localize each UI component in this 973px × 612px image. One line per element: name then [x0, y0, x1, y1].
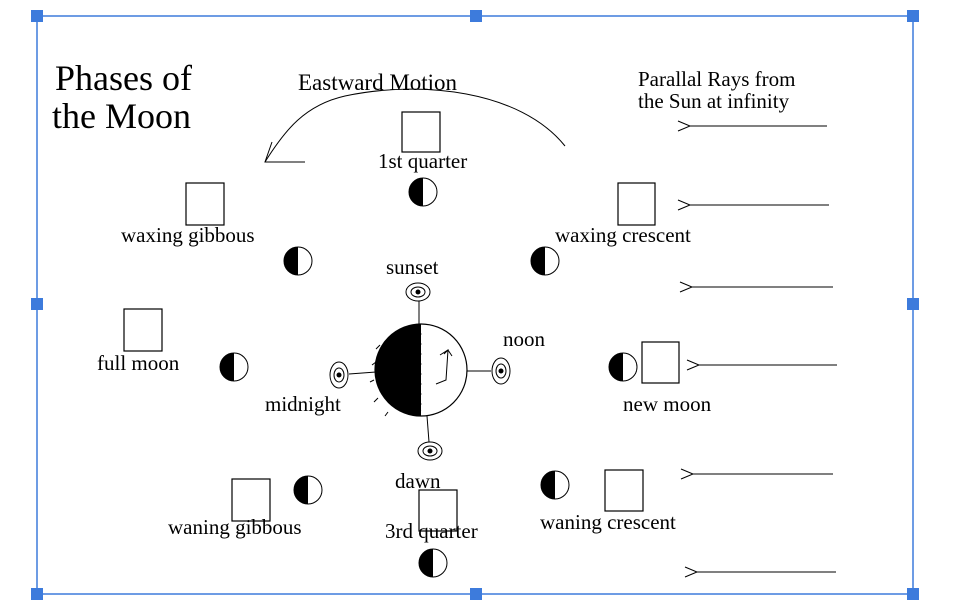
earth-night-side [375, 324, 421, 416]
earth [369, 323, 468, 417]
moon-dark-half [284, 247, 298, 275]
answer-boxes [123, 111, 680, 532]
motion-label: Eastward Motion [298, 70, 458, 95]
eastward-motion-arrowhead [264, 141, 305, 163]
moon-dark-half [419, 549, 433, 577]
observer-dot [336, 372, 342, 378]
selection-frame[interactable] [31, 10, 919, 600]
earth-edge-marks [369, 344, 389, 417]
label-noon: noon [503, 327, 546, 351]
resize-handle-top[interactable] [470, 10, 482, 22]
resize-handle-right[interactable] [907, 298, 919, 310]
resize-handle-left[interactable] [31, 298, 43, 310]
rotation-arrowhead [443, 349, 453, 357]
answer-box-waxing-crescent[interactable] [617, 182, 656, 226]
moon-waning-gibbous [293, 475, 323, 505]
label-full-moon: full moon [97, 351, 180, 375]
moon-dark-half [541, 471, 555, 499]
moon-1st-quarter [408, 177, 438, 207]
observer-dot [427, 448, 433, 454]
rays-label-line-2: the Sun at infinity [638, 89, 790, 113]
moon-waxing-crescent [530, 246, 560, 276]
terminator-line [416, 323, 422, 412]
label-dawn: dawn [395, 469, 441, 493]
resize-handle-bottom-left[interactable] [31, 588, 43, 600]
moon-dark-half [609, 353, 623, 381]
observer-dawn [417, 415, 443, 461]
moon-dark-half [409, 178, 423, 206]
observer-midnight [329, 361, 377, 389]
answer-box-3rd-quarter[interactable] [418, 489, 458, 532]
moon-full [219, 352, 249, 382]
moon-dark-half [294, 476, 308, 504]
answer-box-new-moon[interactable] [641, 341, 680, 384]
answer-box-waning-gibbous[interactable] [231, 478, 271, 522]
label-sunset: sunset [386, 255, 439, 279]
resize-handle-top-left[interactable] [31, 10, 43, 22]
label-waning-gibbous: waning gibbous [168, 515, 302, 539]
observer-dot [415, 289, 421, 295]
moon-waning-crescent [540, 470, 570, 500]
title-line-1: Phases of [55, 58, 192, 98]
moon-waxing-gibbous [283, 246, 313, 276]
sun-rays [690, 126, 837, 572]
resize-handle-bottom[interactable] [470, 588, 482, 600]
moon-new [608, 352, 638, 382]
title-line-2: the Moon [52, 96, 191, 136]
observer-stalk [426, 415, 430, 443]
observer-dot [498, 368, 504, 374]
label-waxing-gibbous: waxing gibbous [121, 223, 255, 247]
eastward-motion-arc [264, 88, 566, 163]
observer-stalk [348, 371, 377, 375]
observer-sunset [405, 282, 431, 324]
label-1st-quarter: 1st quarter [378, 149, 467, 173]
answer-box-full-moon[interactable] [123, 308, 163, 352]
answer-box-1st-quarter[interactable] [401, 111, 441, 153]
moon-dark-half [220, 353, 234, 381]
moon-3rd-quarter [418, 548, 448, 578]
answer-box-waning-crescent[interactable] [604, 469, 644, 512]
answer-box-waxing-gibbous[interactable] [185, 182, 225, 226]
resize-handle-bottom-right[interactable] [907, 588, 919, 600]
moon-dark-half [531, 247, 545, 275]
rotation-arrow [435, 349, 449, 385]
label-new-moon: new moon [623, 392, 712, 416]
label-midnight: midnight [265, 392, 341, 416]
rays-label-line-1: Parallal Rays from [638, 67, 795, 91]
observer-noon [467, 357, 511, 385]
label-waxing-crescent: waxing crescent [555, 223, 691, 247]
resize-handle-top-right[interactable] [907, 10, 919, 22]
label-waning-crescent: waning crescent [540, 510, 676, 534]
